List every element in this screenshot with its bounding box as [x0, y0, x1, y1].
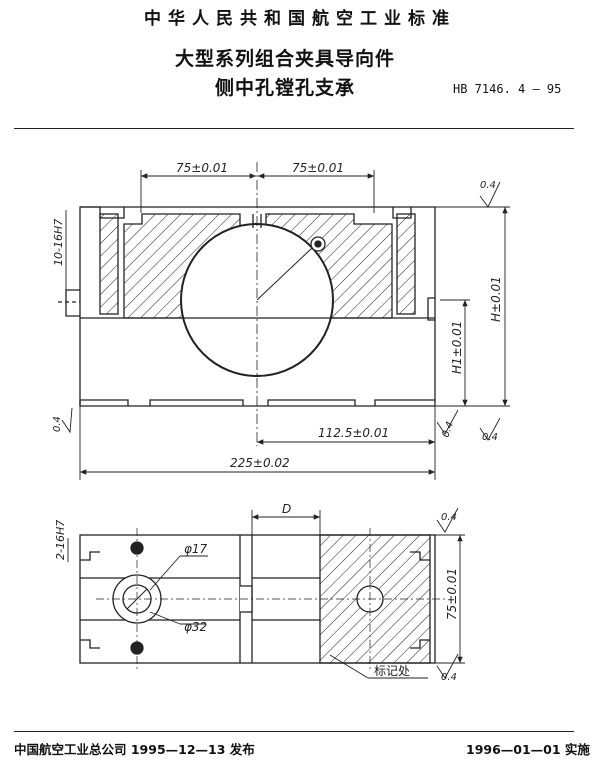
- front-height-total: H±0.01: [489, 276, 503, 322]
- plan-slot-label: 2-16H7: [54, 520, 67, 560]
- plan-roughness-top: 0.4: [441, 512, 457, 523]
- header-rule: [14, 128, 574, 129]
- front-roughness-top: 0.4: [480, 180, 496, 191]
- standard-number: HB 7146. 4 — 95: [453, 82, 562, 96]
- standard-title-line1: 大型系列组合夹具导向件: [174, 48, 395, 70]
- front-roughness-bottom-left: 0.4: [52, 416, 63, 432]
- front-dim-left-width: 75±0.01: [176, 161, 228, 175]
- front-offset-label: 112.5±0.01: [318, 426, 389, 440]
- plan-marking: 标记处: [374, 664, 410, 678]
- plan-view: [79, 528, 445, 670]
- front-height-center: H1±0.01: [450, 321, 464, 374]
- plan-hole-large: φ32: [184, 620, 207, 634]
- plan-roughness-bottom: 0.4: [441, 672, 457, 683]
- standard-title-line2: 侧中孔镗孔支承: [214, 77, 355, 99]
- front-view: [58, 162, 436, 446]
- plan-hole-small: φ17: [184, 542, 208, 556]
- plan-width: 75±0.01: [445, 568, 459, 620]
- front-dim-right-width: 75±0.01: [292, 161, 344, 175]
- front-roughness-side: 0.4: [440, 420, 456, 439]
- standard-category: 中华人民共和国航空工业标准: [144, 9, 456, 29]
- publisher-line: 中国航空工业总公司 1995—12—13 发布: [14, 742, 255, 757]
- front-overall-length: 225±0.02: [230, 456, 290, 470]
- plan-dim-d: D: [282, 502, 291, 516]
- effective-date: 1996—01—01 实施: [466, 742, 590, 757]
- front-roughness-bottom-right: 0.4: [482, 432, 498, 443]
- front-slot-label: 10-16H7: [52, 219, 65, 266]
- footer-rule: [14, 731, 574, 732]
